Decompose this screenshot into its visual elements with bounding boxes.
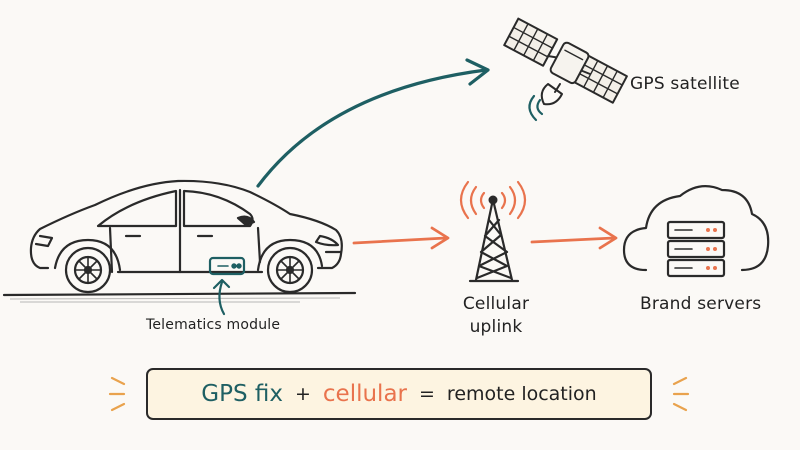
ground-line <box>2 291 357 297</box>
banner-equals: = <box>419 383 435 405</box>
servers-label: Brand servers <box>640 294 762 314</box>
cloud-server-icon <box>622 185 770 278</box>
summary-banner: GPS fix + cellular = remote location <box>146 368 652 420</box>
ground-hatch <box>9 297 341 303</box>
server-status-lights <box>706 228 717 270</box>
banner-cellular-text: cellular <box>322 381 407 407</box>
tower-label-line2: uplink <box>469 317 523 337</box>
banner-result-text: remote location <box>446 383 597 405</box>
banner-right-accent-icon <box>672 376 690 412</box>
satellite-icon <box>503 17 628 106</box>
banner-gps-text: GPS fix <box>201 381 283 407</box>
satellite-signal-icon <box>528 94 544 122</box>
cellular-arrow-2 <box>530 226 618 250</box>
gps-signal-arrow <box>256 58 490 188</box>
cellular-arrow-1 <box>352 226 450 250</box>
telematics-module-label: Telematics module <box>146 317 281 333</box>
module-pointer-arrow <box>212 278 231 316</box>
banner-plus: + <box>294 383 311 405</box>
tower-label-line1: Cellular <box>462 294 530 314</box>
tower-signal-icon <box>459 180 527 220</box>
cell-tower-icon <box>468 195 520 283</box>
car-icon <box>29 179 343 294</box>
banner-left-accent-icon <box>108 376 126 412</box>
telematics-module-icon <box>208 256 246 276</box>
cellular-uplink-label: Cellular uplink <box>444 293 548 339</box>
satellite-label: GPS satellite <box>630 74 740 94</box>
